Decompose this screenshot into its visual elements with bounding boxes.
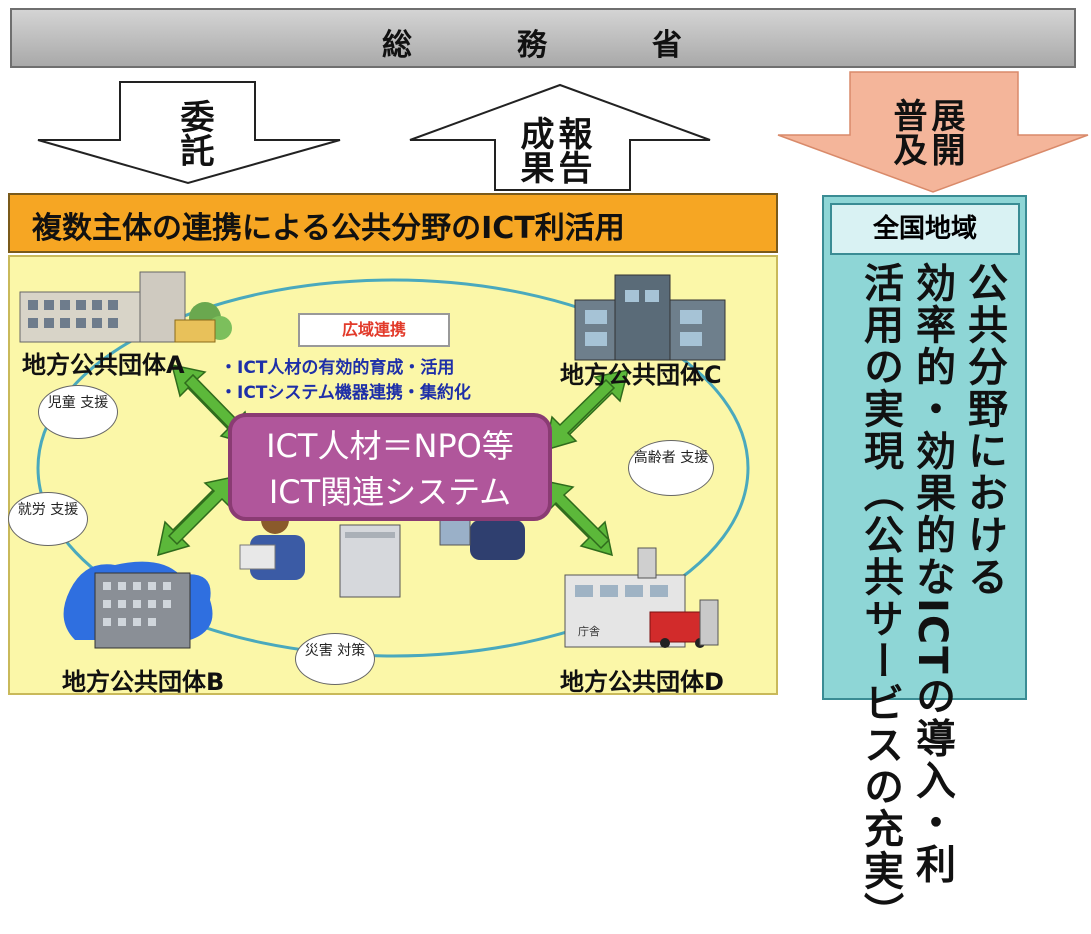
report-results-label: 報告成果: [514, 116, 592, 184]
gov-label-b: 地方公共団体B: [62, 668, 225, 696]
commission-arrow: [37, 81, 341, 185]
gov-label-d: 地方公共団体D: [560, 668, 724, 696]
building-d-sign: 庁舎: [578, 625, 600, 638]
nationwide-panel: [822, 195, 1027, 700]
building-a-icon: [19, 271, 232, 343]
main-title-bar: 複数主体の連携による公共分野のICT利活用: [8, 193, 778, 253]
bubble-disaster-measures-text: 災害 対策: [304, 643, 366, 659]
side-text-col-3: 活用の実現（公共サービスの充実）: [857, 262, 903, 934]
gov-label-c: 地方公共団体C: [560, 361, 722, 389]
building-d-icon: [564, 547, 719, 648]
flow-arrows: [37, 71, 1089, 193]
ministry-char-3: 省: [652, 28, 682, 63]
cooperation-ring: [36, 278, 750, 658]
bubble-employment-support-text: 就労 支援: [17, 502, 79, 518]
building-b-icon: [63, 561, 213, 649]
bubble-child-support: 児童 支援: [38, 385, 118, 439]
bubble-elderly-support: 高齢者 支援: [628, 440, 714, 496]
building-c-icon: [574, 274, 726, 361]
main-title: 複数主体の連携による公共分野のICT利活用: [32, 211, 625, 246]
commission-label: 委託: [174, 99, 214, 167]
center-line-2: ICT関連システム: [268, 473, 512, 511]
center-line-1: ICT人材＝NPO等: [266, 427, 514, 465]
bubble-employment-support: 就労 支援: [8, 492, 88, 546]
wide-area-cooperation-label: 広域連携: [298, 313, 450, 347]
ministry-char-2: 務: [517, 28, 547, 63]
bullet-ict-system-integration: ・ICTシステム機器連携・集約化: [220, 383, 471, 403]
spread-arrow: [777, 71, 1089, 193]
server-icon: [339, 524, 401, 598]
ministry-char-1: 総: [382, 28, 412, 63]
deploy-spread-label: 展開普及: [887, 98, 965, 166]
bullet-ict-human-resources: ・ICT人材の有効的育成・活用: [220, 358, 455, 378]
bubble-disaster-measures: 災害 対策: [295, 633, 375, 685]
side-text-col-1: 公共分野における: [961, 262, 1007, 598]
gov-label-a: 地方公共団体A: [22, 351, 185, 379]
bubble-elderly-support-text: 高齢者 支援: [633, 450, 709, 466]
bubble-child-support-text: 児童 支援: [47, 395, 109, 411]
report-arrow: [409, 83, 711, 191]
side-text-col-2: 効率的・効果的なICTの導入・利: [909, 262, 955, 886]
ministry-bar: 総 務 省: [10, 8, 1076, 68]
ict-npo-center-box: ICT人材＝NPO等 ICT関連システム: [228, 413, 552, 521]
green-arrow-c: [544, 369, 630, 452]
main-graphics: [19, 271, 750, 658]
nationwide-header: 全国地域: [830, 203, 1020, 255]
green-arrow-b: [157, 475, 240, 557]
